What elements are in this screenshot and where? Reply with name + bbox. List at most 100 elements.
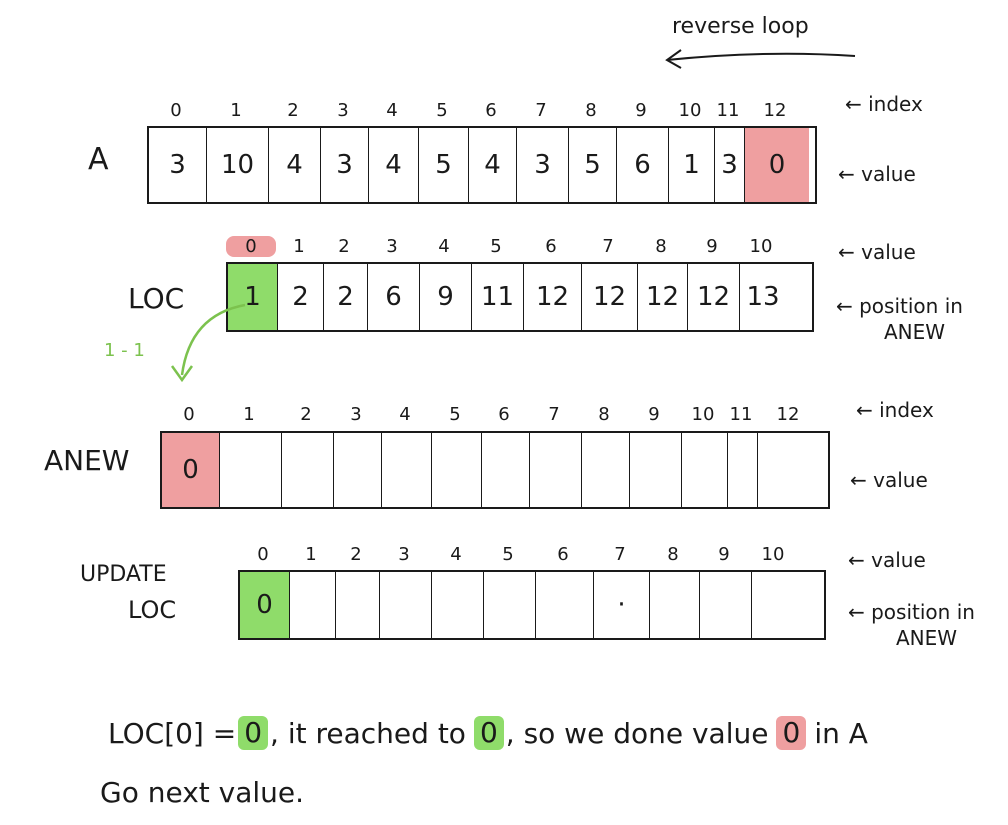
update-loc-cell — [700, 572, 752, 638]
update-loc-index: 1 — [305, 544, 317, 565]
loc-cell: 6 — [368, 264, 420, 330]
reverse-loop-note: reverse loop — [672, 14, 809, 39]
array-a-index: 10 — [678, 100, 702, 121]
update-loc-index: 7 — [614, 544, 626, 565]
update-loc-cell — [752, 572, 798, 638]
array-a-index: 12 — [763, 100, 787, 121]
update-loc-index: 4 — [450, 544, 462, 565]
update-loc-index: 3 — [398, 544, 410, 565]
chip-zero-green-1: 0 — [238, 716, 269, 750]
anew-index: 4 — [399, 404, 411, 425]
bottom-part2: , it reached to — [270, 716, 466, 750]
array-a-label: A — [88, 142, 109, 177]
array-a-cell: 3 — [149, 128, 207, 202]
loc-label: LOC — [128, 282, 185, 315]
anew-cell — [728, 433, 758, 507]
loc-index: 1 — [293, 236, 305, 257]
anew-index: 1 — [243, 404, 255, 425]
loc-cell: 2 — [324, 264, 368, 330]
array-a-index: 9 — [635, 100, 647, 121]
anew-cell — [530, 433, 582, 507]
anew-index: 8 — [598, 404, 610, 425]
anew-index: 2 — [300, 404, 312, 425]
loc-index: 10 — [749, 236, 773, 257]
bottom-part1: LOC[0] = — [108, 716, 237, 750]
anew-cell — [282, 433, 334, 507]
loc-index: 2 — [338, 236, 350, 257]
update-loc-cell — [650, 572, 700, 638]
anew-cell — [682, 433, 728, 507]
update-loc-cell — [336, 572, 380, 638]
update-loc-label-line2: LOC — [128, 596, 177, 624]
loc-index: 3 — [386, 236, 398, 257]
loc-cell: 9 — [420, 264, 472, 330]
array-a-cell: 1 — [669, 128, 715, 202]
anew-cell — [482, 433, 530, 507]
update-loc-index: 9 — [718, 544, 730, 565]
array-a-cell: 5 — [419, 128, 469, 202]
array-a-index: 3 — [337, 100, 349, 121]
update-loc-row: 0· — [238, 570, 826, 640]
array-a-cell: 3 — [715, 128, 745, 202]
update-loc-label-line1: UPDATE — [80, 562, 167, 587]
update-loc-cell — [380, 572, 432, 638]
loc-cell: 12 — [524, 264, 582, 330]
array-a-index: 2 — [287, 100, 299, 121]
bottom-line-2: Go next value. — [100, 776, 305, 809]
update-loc-index: 2 — [350, 544, 362, 565]
anew-cell — [758, 433, 822, 507]
array-a-cell: 3 — [517, 128, 569, 202]
anew-cell — [582, 433, 630, 507]
update-loc-cell: 0 — [240, 572, 290, 638]
update-loc-index: 5 — [502, 544, 514, 565]
green-arrow — [170, 303, 246, 383]
update-loc-cell: · — [594, 572, 650, 638]
anew-index-label: ← index — [856, 398, 934, 422]
loc-position-label-anew: ANEW — [884, 320, 946, 344]
bottom-part3: , so we done value — [505, 716, 769, 750]
array-a-cell: 0 — [745, 128, 809, 202]
loc-index: 5 — [490, 236, 502, 257]
anew-value-label: ← value — [850, 468, 928, 492]
array-a-index: 8 — [585, 100, 597, 121]
array-a-cell: 4 — [469, 128, 517, 202]
update-loc-index: 0 — [257, 544, 269, 565]
update-loc-cell — [432, 572, 484, 638]
array-a-index: 4 — [386, 100, 398, 121]
array-a-value-label: ← value — [838, 162, 916, 186]
update-loc-index: 8 — [667, 544, 679, 565]
loc-index: 4 — [438, 236, 450, 257]
loc-position-label: ← position in — [836, 294, 963, 318]
anew-cell — [220, 433, 282, 507]
anew-row: 0 — [160, 431, 830, 509]
loc-cell: 13 — [746, 282, 780, 312]
anew-cell — [334, 433, 382, 507]
loc-cell: 12 — [638, 264, 688, 330]
anew-index: 12 — [776, 404, 800, 425]
anew-cell — [432, 433, 482, 507]
array-a-index: 0 — [170, 100, 182, 121]
loc-value-label: ← value — [838, 240, 916, 264]
anew-cell — [630, 433, 682, 507]
array-a-index: 5 — [436, 100, 448, 121]
update-loc-cell — [290, 572, 336, 638]
anew-index: 3 — [350, 404, 362, 425]
array-a-index: 7 — [535, 100, 547, 121]
array-a-cell: 6 — [617, 128, 669, 202]
loc-index: 7 — [602, 236, 614, 257]
bottom-part4: in A — [814, 716, 868, 750]
update-loc-cell — [536, 572, 594, 638]
anew-index: 9 — [648, 404, 660, 425]
array-a-index-label: ← index — [845, 92, 923, 116]
anew-index: 0 — [183, 404, 195, 425]
anew-index: 7 — [548, 404, 560, 425]
loc-cell: 2 — [278, 264, 324, 330]
anew-label: ANEW — [44, 444, 130, 477]
array-a-index: 1 — [230, 100, 242, 121]
